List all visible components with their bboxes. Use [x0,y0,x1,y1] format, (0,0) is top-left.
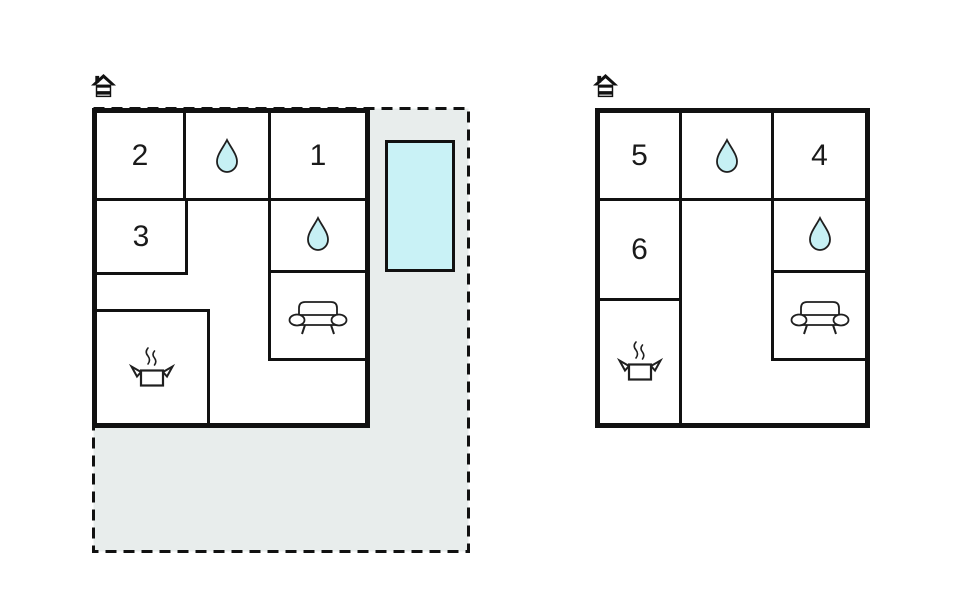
water-drop-icon [715,137,738,173]
room-number: 5 [631,138,648,172]
water-drop-icon [808,216,831,251]
cooking-pot-icon [128,346,176,387]
room-5: 5 [600,113,679,198]
wall [771,113,774,361]
house-1-outline: 2 1 3 [92,108,370,428]
bathroom-top [682,113,771,198]
house-2-outline: 5 4 6 [595,108,870,428]
wall [600,298,682,301]
house-icon [90,73,117,98]
wall [207,309,210,423]
wall [97,309,210,312]
bathroom-top [186,113,268,198]
wall [268,358,365,361]
wall [268,270,365,273]
water-drop-icon [307,216,329,251]
room-number: 1 [309,138,327,172]
wall [97,272,188,275]
wall [268,113,271,361]
room-2: 2 [97,113,183,198]
room-1: 1 [271,113,365,198]
room-number: 3 [132,219,150,253]
sofa-icon [288,300,348,334]
wall [771,358,865,361]
roof-shape [592,73,619,86]
roof-shape [90,73,117,86]
living-room [774,273,865,358]
water-drop-icon [216,137,238,173]
room-6: 6 [600,201,679,298]
kitchen [600,301,679,423]
room-number: 4 [811,138,828,172]
room-number: 6 [631,232,648,266]
wall [600,198,865,201]
house-icon [592,73,619,98]
wall [771,270,865,273]
wall [679,113,682,423]
sofa-icon [790,300,849,334]
room-3: 3 [97,201,185,272]
bathroom-mid [271,198,365,270]
swimming-pool [385,140,455,272]
kitchen [97,312,207,423]
wall [185,198,188,275]
wall [97,198,365,201]
cooking-pot-icon [616,341,663,381]
room-number: 2 [131,138,149,172]
living-room [271,273,365,358]
bathroom-mid [774,198,865,270]
room-4: 4 [774,113,865,198]
wall [183,113,186,198]
